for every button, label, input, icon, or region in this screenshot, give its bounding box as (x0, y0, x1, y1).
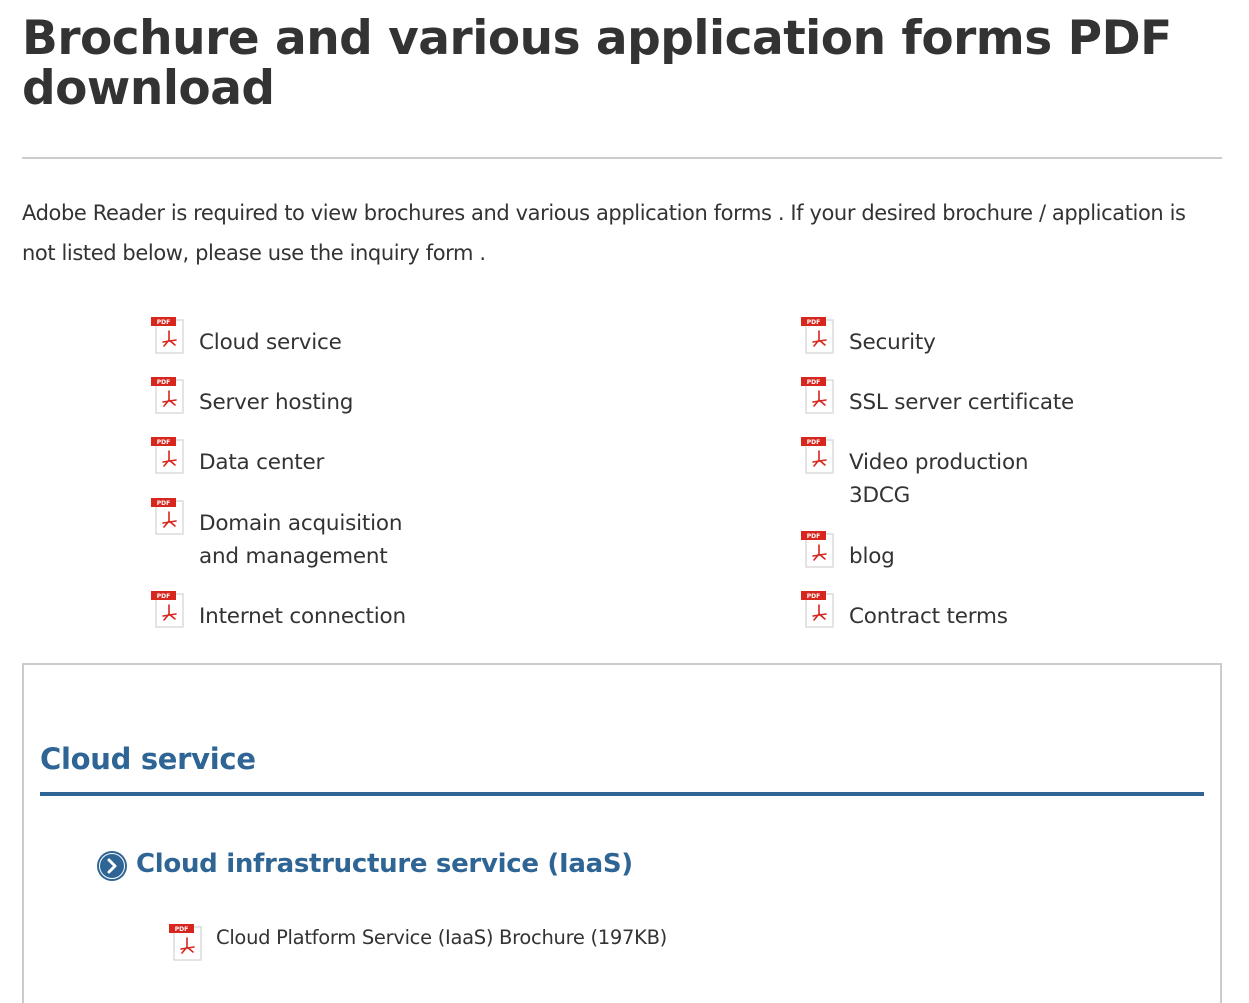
title-divider (22, 157, 1222, 159)
pdf-icon (800, 590, 836, 630)
download-label[interactable]: Contract terms (849, 604, 1008, 629)
pdf-icon (800, 436, 836, 476)
download-label[interactable]: Domain acquisition (199, 511, 403, 536)
pdf-icon (800, 316, 836, 356)
page-title: Brochure and various application forms P… (22, 11, 1172, 116)
chevron-right-circle-icon (97, 851, 127, 881)
pdf-icon (150, 376, 186, 416)
section-panel (22, 663, 1222, 1003)
download-label-line2[interactable]: 3DCG (849, 483, 911, 508)
download-label-line2[interactable]: and management (199, 544, 388, 569)
download-label[interactable]: Video production (849, 450, 1029, 475)
download-label[interactable]: Security (849, 330, 936, 355)
pdf-icon (168, 923, 204, 963)
pdf-icon (150, 316, 186, 356)
download-label[interactable]: Server hosting (199, 390, 354, 415)
pdf-icon (150, 590, 186, 630)
download-label[interactable]: Data center (199, 450, 325, 475)
download-label[interactable]: blog (849, 544, 895, 569)
subsection-heading[interactable]: Cloud infrastructure service (IaaS) (136, 849, 633, 879)
download-label[interactable]: Internet connection (199, 604, 406, 629)
intro-text: Adobe Reader is required to view brochur… (22, 201, 1186, 265)
section-heading: Cloud service (40, 742, 256, 776)
pdf-icon (800, 530, 836, 570)
pdf-icon (150, 497, 186, 537)
download-label[interactable]: SSL server certificate (849, 390, 1075, 415)
document-label[interactable]: Cloud Platform Service (IaaS) Brochure (… (216, 926, 667, 949)
pdf-icon (150, 436, 186, 476)
download-label[interactable]: Cloud service (199, 330, 342, 355)
section-rule (40, 792, 1204, 796)
pdf-icon (800, 376, 836, 416)
